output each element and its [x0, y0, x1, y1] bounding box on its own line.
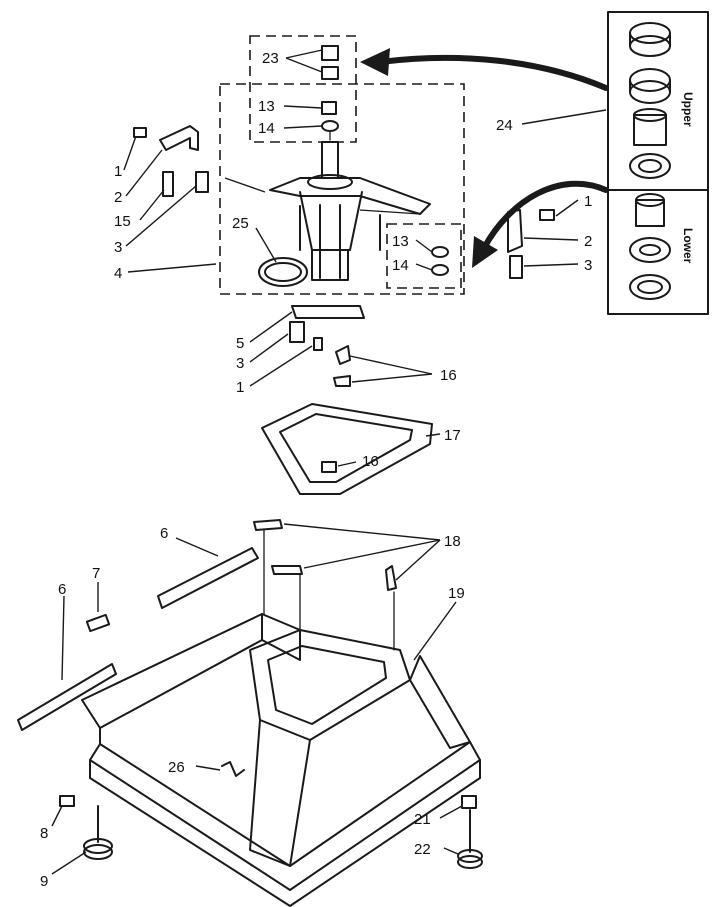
callout-16-top: 16 — [440, 367, 457, 384]
callouts: 23 24 13 14 1 2 15 3 25 4 13 14 1 2 3 5 … — [40, 50, 592, 890]
callout-13-top: 13 — [258, 98, 275, 115]
callout-23: 23 — [262, 50, 279, 67]
callout-13-right: 13 — [392, 233, 409, 250]
callout-3-lower: 3 — [236, 355, 244, 372]
callout-22: 22 — [414, 841, 431, 858]
kit-arrows — [360, 48, 609, 268]
callout-1-left: 1 — [114, 163, 122, 180]
callout-2-left: 2 — [114, 189, 122, 206]
lower-label: Lower — [681, 228, 695, 264]
callout-19: 19 — [448, 585, 465, 602]
callout-5: 5 — [236, 335, 244, 352]
callout-14-top: 14 — [258, 120, 275, 137]
base-frame — [81, 529, 481, 907]
right-bracket-parts — [431, 209, 555, 279]
shaft-parts-top — [321, 45, 339, 141]
ring-25 — [258, 257, 308, 287]
hub-assembly — [224, 141, 431, 281]
callout-1-lower: 1 — [236, 379, 244, 396]
callout-6-lower: 6 — [58, 581, 66, 598]
leader-lines — [51, 49, 607, 875]
callout-24: 24 — [496, 117, 513, 134]
top-frame-17 — [261, 403, 433, 495]
clips-16 — [321, 345, 351, 473]
callout-21: 21 — [414, 811, 431, 828]
callout-8: 8 — [40, 825, 48, 842]
callout-9: 9 — [40, 873, 48, 890]
left-bracket-parts — [133, 125, 209, 197]
callout-3-right: 3 — [584, 257, 592, 274]
callout-25: 25 — [232, 215, 249, 232]
callout-18: 18 — [444, 533, 461, 550]
callout-4: 4 — [114, 265, 122, 282]
callout-17: 17 — [444, 427, 461, 444]
side-brackets — [17, 519, 397, 777]
callout-14-right: 14 — [392, 257, 409, 274]
callout-16-frame: 16 — [362, 453, 379, 470]
callout-6-upper: 6 — [160, 525, 168, 542]
callout-26: 26 — [168, 759, 185, 776]
callout-1-right: 1 — [584, 193, 592, 210]
callout-3-left: 3 — [114, 239, 122, 256]
bearing-kit-box: Upper Lower — [607, 11, 709, 315]
callout-15: 15 — [114, 213, 131, 230]
callout-7: 7 — [92, 565, 100, 582]
callout-2-right: 2 — [584, 233, 592, 250]
leveling-feet — [59, 795, 483, 869]
dashed-boxes — [219, 35, 465, 295]
lower-hub-parts — [289, 305, 365, 351]
upper-label: Upper — [681, 92, 695, 127]
